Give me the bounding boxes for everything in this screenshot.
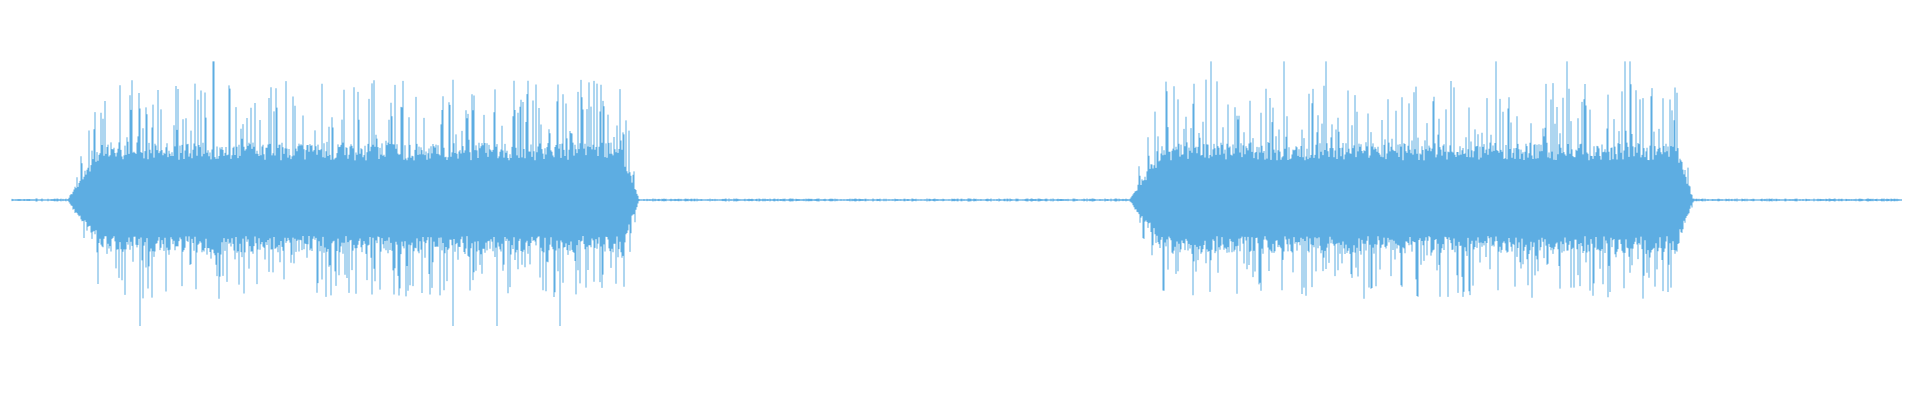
waveform-trace [11, 61, 1902, 326]
waveform-samples [11, 61, 1902, 326]
